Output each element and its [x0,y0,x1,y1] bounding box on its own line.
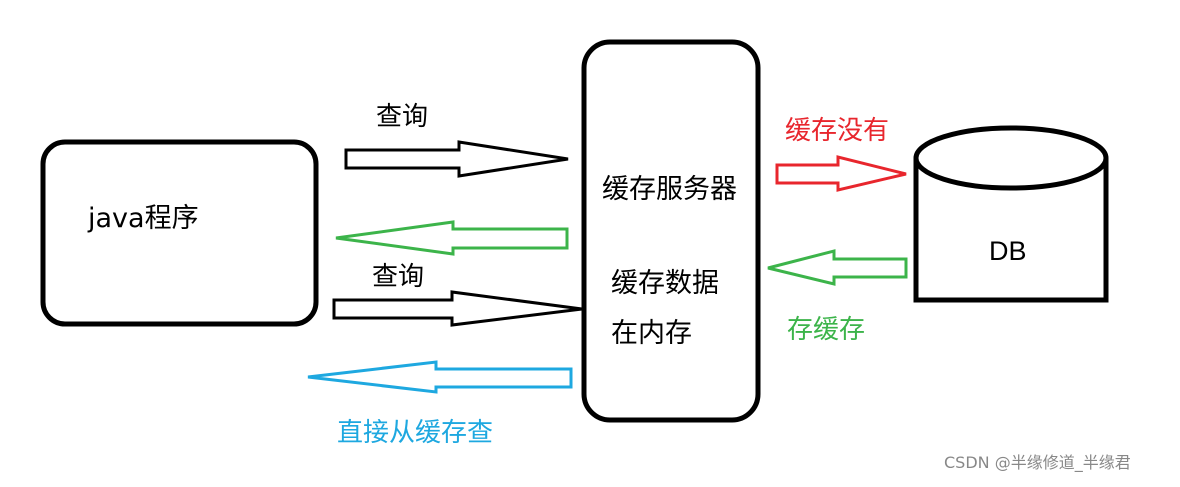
return-arrow-green [335,220,569,256]
cache-miss-arrow-red [775,155,907,192]
query-arrow-1 [344,140,569,178]
cache-server-box [581,39,761,423]
java-program-box [40,139,319,327]
cache-miss-label: 缓存没有 [785,116,890,146]
direct-cache-label: 直接从缓存查 [337,418,494,448]
query-label-2: 查询 [372,262,425,292]
db-cylinder [913,125,1109,303]
query-label-1: 查询 [376,102,429,132]
direct-cache-arrow-blue [307,360,573,394]
cache-server-desc-line1: 缓存数据 [611,268,719,299]
cache-server-desc-line2: 在内存 [611,318,692,349]
db-label: DB [989,236,1027,266]
csdn-watermark: CSDN @半缘修道_半缘君 [944,453,1131,472]
store-cache-arrow-green [767,249,908,286]
cache-server-title: 缓存服务器 [602,174,737,205]
store-cache-label: 存缓存 [787,315,866,345]
java-program-label: java程序 [88,203,199,234]
query-arrow-2 [332,290,583,327]
